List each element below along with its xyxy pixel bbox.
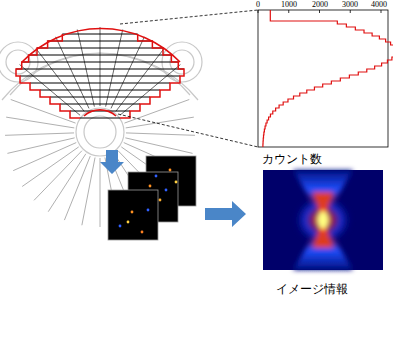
hit-dot [175,181,178,184]
detector-divider [56,37,89,109]
hit-dot [149,185,152,188]
spoke [64,156,90,220]
spoke [100,158,101,227]
fan-outline [120,34,184,118]
spoke [7,138,74,154]
axis-tick: 1000 [281,1,297,9]
spoke [13,143,76,171]
detector-divider [20,65,81,116]
detector-divider [100,27,101,106]
fan-outline [16,34,80,118]
hit-dot [141,231,144,234]
spoke [5,133,74,135]
axis-caption: カウント数 [262,153,322,165]
hit-dot [169,169,172,172]
axis-tick: 3000 [342,1,358,9]
spoke [126,117,194,128]
axis-tick: 2000 [312,1,328,9]
tick-mark [288,10,289,13]
tick-mark [350,10,351,13]
tick-mark [258,10,259,13]
spoke [125,138,192,154]
hit-dot [127,221,130,224]
axis-tick: 0 [256,1,260,9]
spoke [126,133,195,135]
count-profile [263,10,393,147]
spoke [22,147,79,187]
detector-divider [120,65,181,116]
hit-dot [147,209,150,212]
spoke [82,158,95,226]
tick-mark [319,10,320,13]
hit-dot [119,225,122,228]
detector-layer [80,118,120,119]
hit-dot [165,189,168,192]
detector-divider [77,29,94,106]
tick-mark [381,10,382,13]
axis-tick: 4000 [371,1,387,9]
spoke [48,154,86,212]
detector-divider [106,29,123,106]
hit-dot [155,175,158,178]
detector-divider [36,49,84,112]
detector-divider [116,49,164,112]
hit-dot [159,199,162,202]
image-caption: イメージ情報 [276,283,348,295]
detector-divider [111,37,144,109]
hit-dot [131,211,134,214]
